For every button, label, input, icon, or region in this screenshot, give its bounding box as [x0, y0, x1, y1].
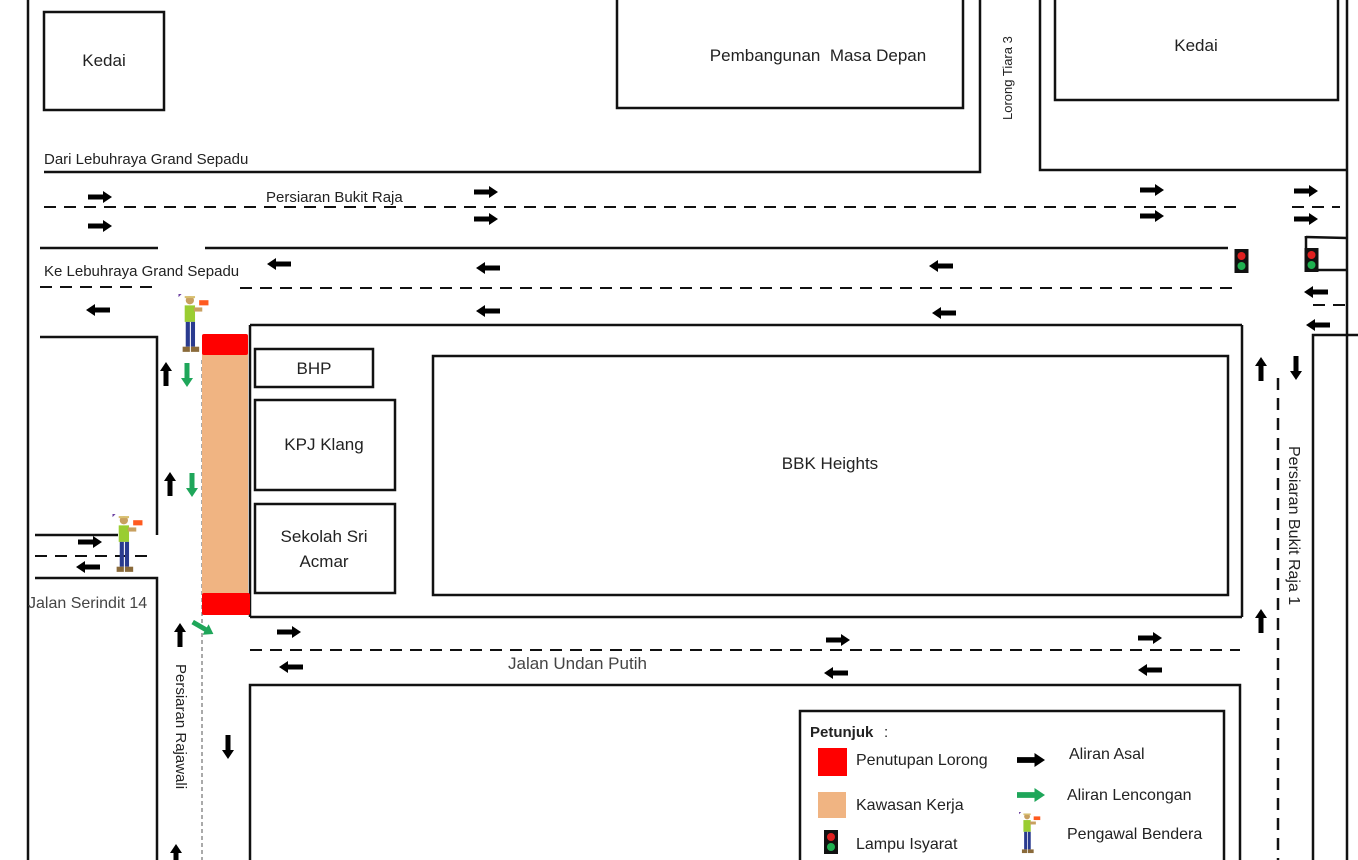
- building-sekolah: [253, 502, 397, 595]
- arrow-up-icon: [1255, 357, 1267, 381]
- arrow-right-icon: [88, 220, 112, 232]
- building-bhp: [253, 347, 375, 389]
- arrow-right-icon: [1294, 185, 1318, 197]
- arrow-up-icon: [160, 362, 172, 386]
- arrow-left-icon: [932, 307, 956, 319]
- arrow-left-icon: [86, 304, 110, 316]
- road-persiaran-rajawali: Persiaran Rajawali: [172, 664, 189, 789]
- building-bbk: [431, 354, 1230, 597]
- arrow-right-icon: [88, 191, 112, 203]
- legend-label-light: Lampu Isyarat: [856, 836, 958, 853]
- arrow-left-icon: [1304, 286, 1328, 298]
- arrow-right-icon: [277, 626, 301, 638]
- detour-arrow-down-icon: [186, 473, 198, 497]
- legend-label-original: Aliran Asal: [1069, 746, 1145, 763]
- road-jalan-undan-putih: Jalan Undan Putih: [508, 654, 647, 673]
- arrow-right-icon: [1294, 213, 1318, 225]
- sekolah-label-1: Sekolah Sri: [281, 527, 368, 546]
- arrow-left-icon: [279, 661, 303, 673]
- arrow-right-icon: [474, 213, 498, 225]
- arrow-up-icon: [164, 472, 176, 496]
- legend-swatch-closure: [818, 748, 847, 776]
- work-zone: [202, 334, 250, 615]
- arrow-right-icon: [826, 634, 850, 646]
- arrow-up-icon: [170, 844, 182, 860]
- pembangunan-label: Pembangunan Masa Depan: [710, 46, 926, 65]
- bbk-label: BBK Heights: [782, 454, 878, 473]
- legend: Petunjuk : Penutupan Lorong Kawasan Kerj…: [798, 709, 1226, 860]
- flagman-icon: [112, 514, 143, 572]
- lane-closure-south: [202, 593, 250, 615]
- detour-arrow-down-icon: [181, 363, 193, 387]
- buildings: [42, 0, 1340, 597]
- legend-colon: :: [884, 724, 888, 741]
- traffic-light-icon: [1304, 248, 1319, 272]
- arrow-left-icon: [1306, 319, 1330, 331]
- road-dari-lebuhraya: Dari Lebuhraya Grand Sepadu: [44, 151, 248, 168]
- building-kpj: [253, 398, 397, 492]
- labels: Kedai Pembangunan Masa Depan Kedai BHP K…: [28, 36, 1302, 789]
- lane-closure-north: [202, 334, 248, 355]
- arrow-right-icon: [1140, 210, 1164, 222]
- arrow-down-icon: [222, 735, 234, 759]
- building-kedai-left: [42, 10, 166, 112]
- bhp-label: BHP: [297, 359, 332, 378]
- legend-swatch-work: [818, 792, 846, 818]
- arrow-down-icon: [1290, 356, 1302, 380]
- detour-arrow-diagonal-icon: [189, 616, 217, 640]
- road-persiaran-bukit-raja: Persiaran Bukit Raja: [266, 189, 403, 206]
- road-persiaran-bukit-raja-1: Persiaran Bukit Raja 1: [1285, 446, 1302, 605]
- road-ke-lebuhraya: Ke Lebuhraya Grand Sepadu: [44, 263, 239, 280]
- building-kedai-right: [1053, 0, 1340, 102]
- arrow-right-icon: [78, 536, 102, 548]
- road-lines: [26, 0, 1358, 860]
- legend-title: Petunjuk: [810, 724, 874, 741]
- arrow-up-icon: [174, 623, 186, 647]
- traffic-light-icon: [1234, 249, 1249, 273]
- legend-label-work: Kawasan Kerja: [856, 797, 964, 814]
- arrow-right-icon: [474, 186, 498, 198]
- building-pembangunan: [615, 0, 965, 110]
- sekolah-label-2: Acmar: [299, 552, 348, 571]
- lane-dividers: [35, 206, 1346, 860]
- arrow-left-icon: [929, 260, 953, 272]
- road-lorong-tiara-3: Lorong Tiara 3: [1000, 36, 1015, 120]
- arrow-right-icon: [1140, 184, 1164, 196]
- work-area: [202, 340, 248, 610]
- kpj-label: KPJ Klang: [284, 435, 363, 454]
- arrow-right-icon: [1138, 632, 1162, 644]
- legend-label-flagman: Pengawal Bendera: [1067, 826, 1202, 843]
- arrow-left-icon: [76, 561, 100, 573]
- kedai-left-label: Kedai: [82, 51, 125, 70]
- legend-label-detour: Aliran Lencongan: [1067, 787, 1192, 804]
- road-jalan-serindit-14: Jalan Serindit 14: [28, 595, 147, 612]
- arrow-left-icon: [476, 305, 500, 317]
- traffic-light-icon: [824, 830, 838, 854]
- arrow-left-icon: [1138, 664, 1162, 676]
- kedai-right-label: Kedai: [1174, 36, 1217, 55]
- arrow-left-icon: [824, 667, 848, 679]
- legend-label-closure: Penutupan Lorong: [856, 752, 988, 769]
- legend-box: [798, 709, 1226, 860]
- arrow-up-icon: [1255, 609, 1267, 633]
- arrow-left-icon: [267, 258, 291, 270]
- arrow-left-icon: [476, 262, 500, 274]
